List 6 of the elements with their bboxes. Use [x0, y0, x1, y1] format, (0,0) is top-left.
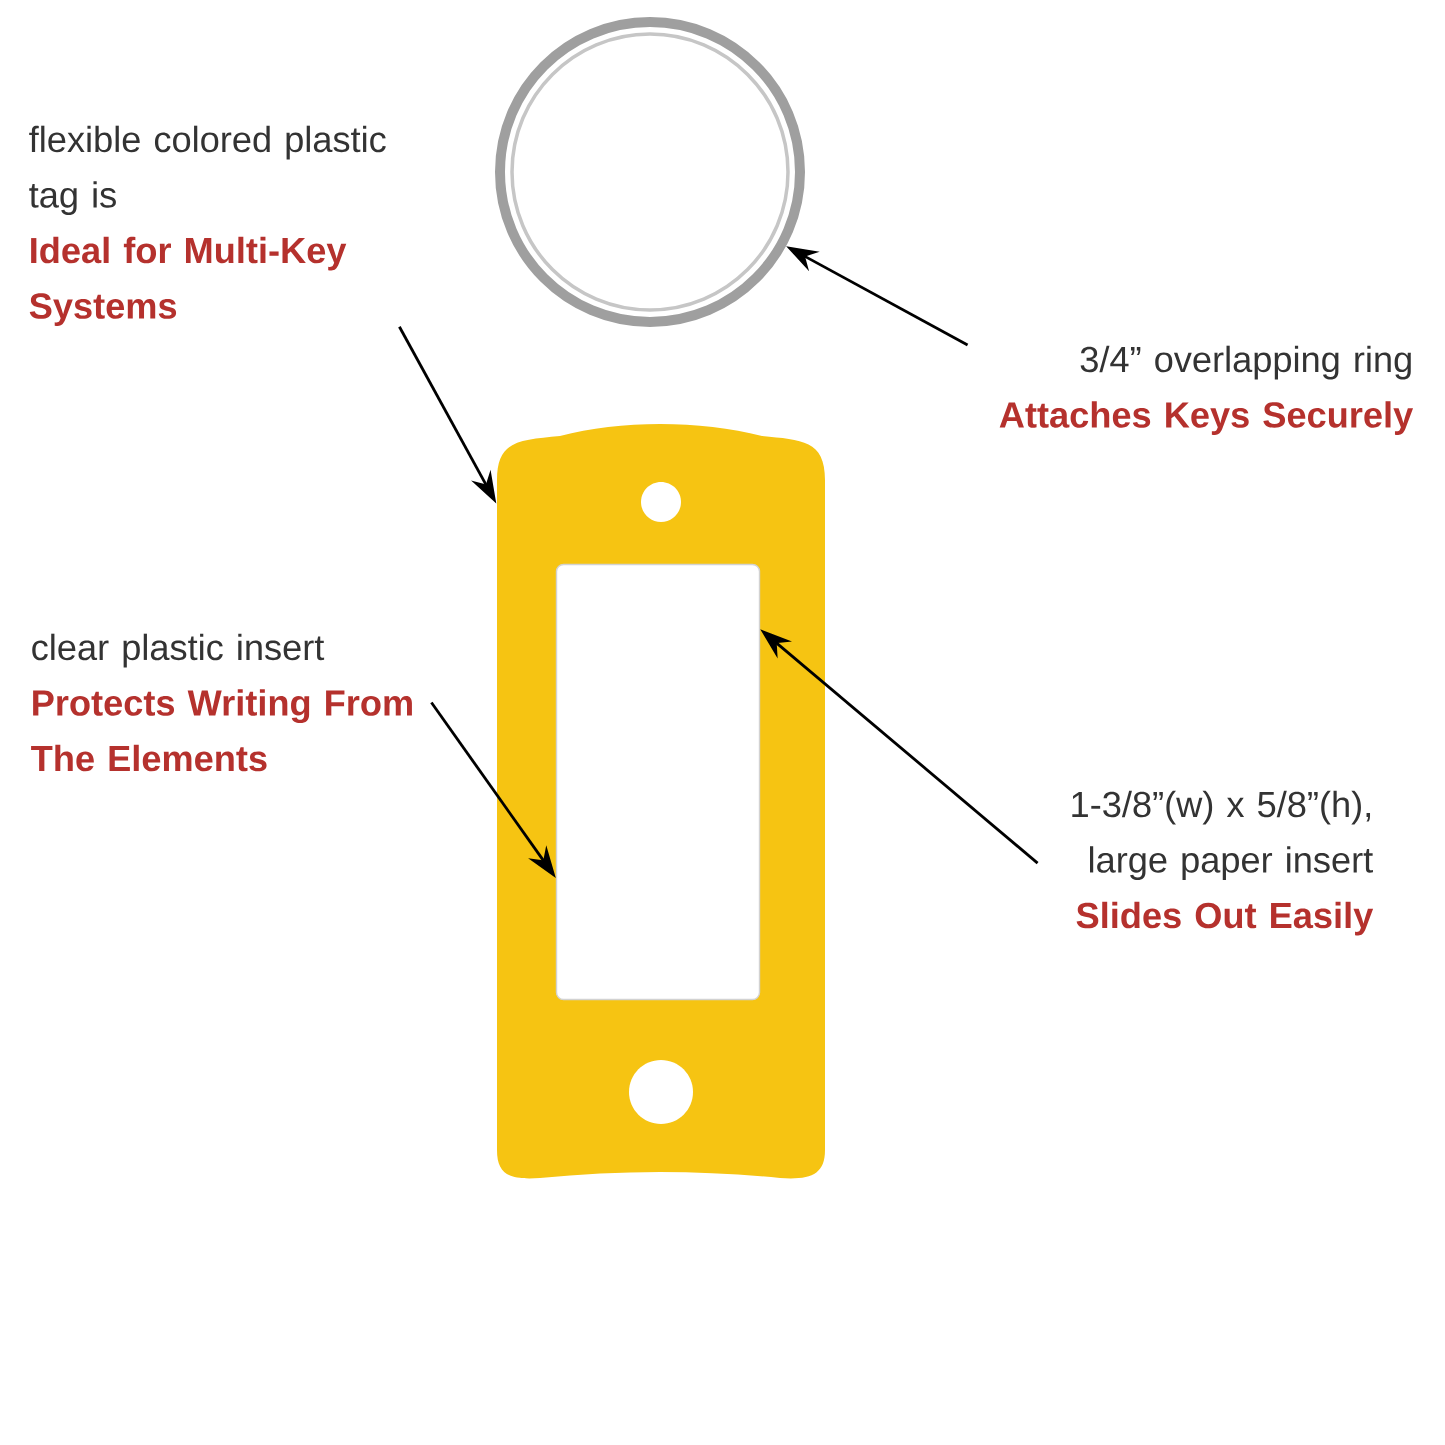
- key-ring-drawing: [495, 17, 805, 327]
- callout-text: 3/4” overlapping ring Attaches Keys Securely: [999, 345, 1414, 435]
- callout-text: 1-3/8”(w) x 5/8”(h), large paper insert Slides Out Easily: [1072, 790, 1374, 936]
- callout-text: clear plastic insert Protects Writing From The Elements: [31, 633, 412, 772]
- paper-insert: [555, 563, 761, 1001]
- callout-text: flexible colored plastic tag is Ideal for Multi-Key Systems: [29, 125, 386, 326]
